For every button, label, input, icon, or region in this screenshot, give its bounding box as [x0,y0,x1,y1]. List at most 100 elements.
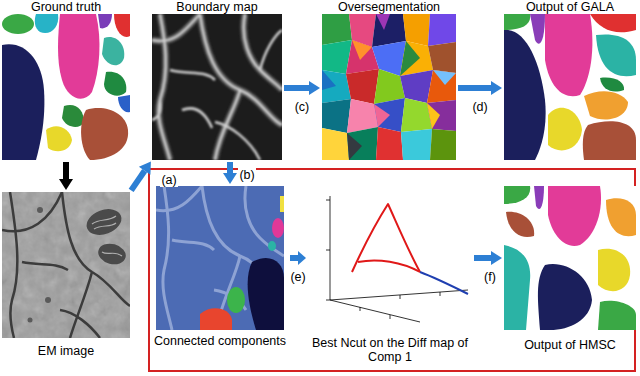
connected-components-image-part [272,218,284,238]
boundary-map-image-part [152,14,282,160]
em-image-part [45,297,51,303]
boundary-map-image-part-part [182,108,212,128]
oversegmentation-image-part [352,40,372,60]
oversegmentation-image-part [346,40,379,74]
hmsc-output-image-part [504,186,530,204]
oversegmentation-image-part [322,70,336,90]
ground-truth-image-part [46,126,72,151]
connected-components-image-part [268,241,276,251]
ncut-plot-part-part [330,196,331,300]
oversegmentation-image-part [400,41,420,76]
oversegmentation-image-part [430,129,456,160]
oversegmentation-image-part [427,103,440,129]
oversegmentation-image-part [403,14,430,46]
hmsc-output-image-part [606,198,636,236]
flow-arrow [284,81,320,95]
gala-output-image-part [504,30,546,160]
gala-output-image-part [548,108,582,151]
em-image-part-part [60,310,100,338]
arrow-part [227,162,233,173]
ncut-plot-part-part [330,300,420,322]
gala-output-image-part [545,14,592,96]
arrow-part [491,81,502,95]
boundary-map-image-part-part [200,14,282,125]
hmsc-output-image-part [506,212,534,237]
hmsc-output-image-part [548,186,601,246]
boundary-map-image-part-part [244,14,282,90]
oversegmentation-image-part [428,42,456,73]
boundary-map-image-part-part [200,14,282,125]
connected-components-image-part-part [172,240,214,250]
edge-label-box: (d) [471,97,488,115]
flow-arrow [59,162,73,190]
flow-arrow [290,251,306,265]
ground-truth-image-part [2,44,44,160]
arrow-part [491,251,502,265]
boundary-map-image-part-part [159,14,170,160]
hmsc-output-image-part [598,249,630,291]
boundary-map-image-part-part [260,30,282,70]
flow-arrow [129,162,151,193]
step-label: (f) [483,270,497,284]
oversegmentation-image-part [427,100,456,131]
edge-label-box: (f) [483,267,497,285]
image-panel: Oversegmentation [322,0,456,160]
arrow-part [290,255,298,261]
em-image [2,192,130,338]
oversegmentation-image-part [347,127,378,160]
ncut-plot-part-part [400,292,440,299]
em-image-part [83,205,125,240]
edge-label-box: (b) [238,165,255,183]
panel-title: Best Ncut on the Diff map of Comp 1 [308,336,472,364]
boundary-map-image-part-part [152,100,161,120]
image-panel: Connected components [152,186,288,348]
oversegmentation-image-part [376,14,390,30]
arrow-part [129,169,147,192]
ground-truth-image-part [81,108,128,160]
ground-truth-image-part [58,14,99,99]
oversegmentation-image-part [322,14,352,45]
boundary-map-image-part-part [170,70,215,80]
oversegmentation-image-part [428,14,456,46]
oversegmentation-image-part [401,129,432,160]
connected-components-image-part [200,308,232,330]
ground-truth-image-part [35,14,58,33]
image-panel: Ground truth [2,0,130,160]
em-image-part [2,192,130,338]
connected-components-image-part [227,287,245,313]
hmsc-output-image-part [504,186,636,330]
step-label: (c) [294,100,311,114]
ncut-plot-part [326,196,468,322]
panel-title: Boundary map [152,0,282,14]
edge-label-box: (a) [160,170,177,188]
boundary-map-image-part-part [152,14,200,41]
connected-components-image-part-part [163,186,172,330]
boundary-map-image-part-part [244,14,282,90]
arrow-part [298,251,306,265]
ncut-plot-part-part [358,260,420,272]
boundary-map-image-part-part [159,14,170,160]
gala-output-image-part [600,78,624,92]
ncut-plot-part-part [360,307,390,319]
arrow-part [284,85,309,91]
connected-components-image-part [248,258,284,330]
hmsc-output-image-part [534,186,544,209]
em-image-part-part [62,192,130,306]
ground-truth-image [2,14,130,160]
ground-truth-image-part [102,37,124,65]
arrow-part [59,179,73,190]
oversegmentation-image-part [376,127,403,160]
gala-output-image-part [590,14,636,32]
oversegmentation-image-part [374,104,390,127]
gala-output-image-part [504,14,636,160]
em-image-part [37,207,43,213]
gala-output-image-part [530,14,545,44]
boundary-map-image-part [152,14,282,160]
connected-components-image-part-part [245,186,284,256]
boundary-map-image-part-part [215,90,240,160]
boundary-map-image-part-part [215,90,240,160]
flow-arrow [474,251,502,265]
